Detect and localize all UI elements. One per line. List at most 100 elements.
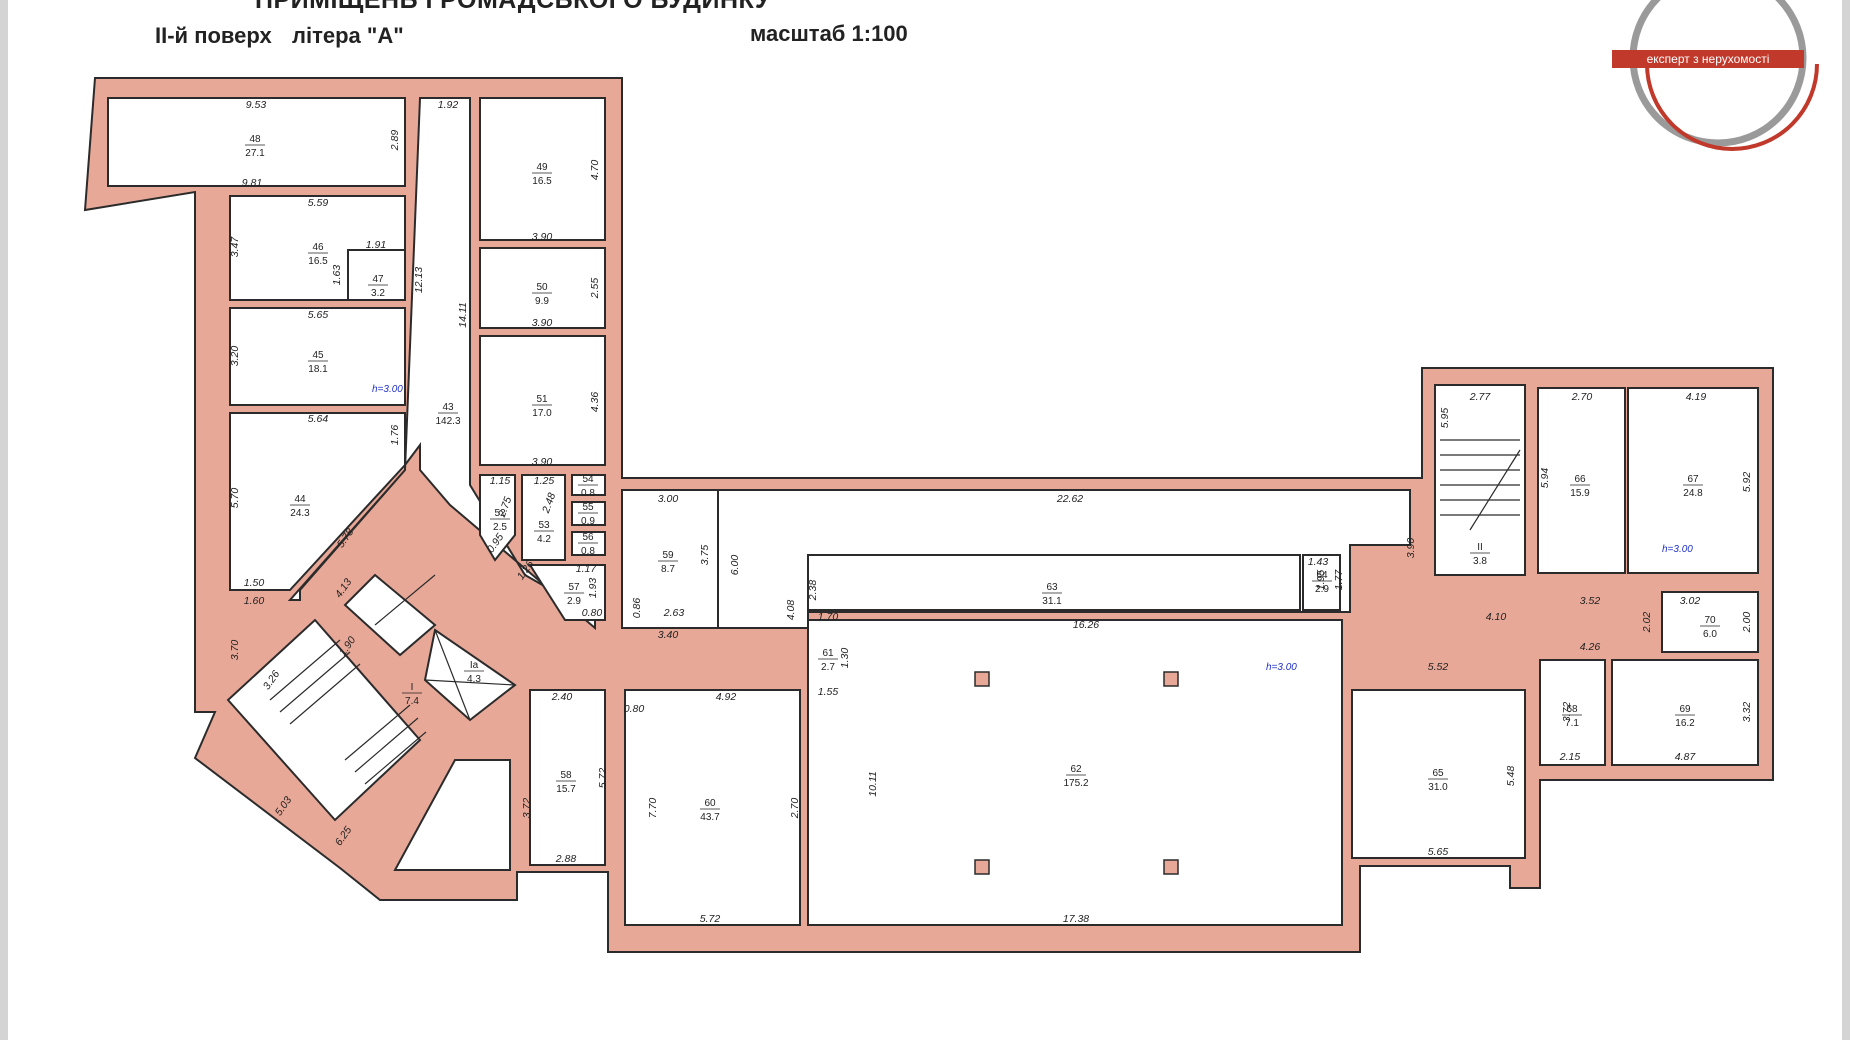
dimension-label: 1.93 — [587, 578, 599, 599]
room-60 — [624, 689, 801, 926]
dimension-label: 2.88 — [555, 853, 577, 865]
room-number: 47 — [372, 274, 384, 285]
room-area: 3.8 — [1473, 556, 1487, 567]
room-area: 0.8 — [581, 546, 595, 557]
room-area: 24.3 — [290, 508, 310, 519]
room-70 — [1661, 591, 1759, 653]
dimension-label: 3.75 — [699, 545, 711, 566]
room-number: 66 — [1574, 474, 1586, 485]
room-area: 3.2 — [371, 288, 385, 299]
room-area: 27.1 — [245, 148, 265, 159]
room-area: 43.7 — [700, 812, 720, 823]
room-area: 2.9 — [1315, 584, 1329, 595]
dimension-label: 5.95 — [1439, 408, 1451, 429]
columns — [974, 671, 1179, 875]
room-number: 55 — [582, 502, 594, 513]
room-number: 69 — [1679, 704, 1691, 715]
dimension-label: 5.64 — [308, 413, 329, 425]
room-label-64: 642.9 — [1312, 570, 1332, 595]
dimension-label: 7.70 — [647, 798, 659, 819]
dimension-label: 2.00 — [1741, 612, 1753, 634]
watermark-arc — [1645, 63, 1819, 151]
dimension-label: 1.77 — [1333, 569, 1345, 591]
room-label-47: 473.2 — [368, 274, 388, 299]
room-56 — [571, 531, 606, 556]
dimension-label: 5.52 — [1428, 661, 1449, 673]
height-notes: h=3.00h=3.00h=3.00 — [372, 384, 1693, 673]
dimension-label: 3.20 — [229, 346, 241, 367]
stair-tread — [279, 651, 351, 713]
room-area: 2.9 — [567, 596, 581, 607]
dimension-label: 2.77 — [1469, 391, 1492, 403]
dimension-label: 2.02 — [1641, 612, 1653, 634]
room-53 — [521, 474, 566, 561]
dimension-label: 2.89 — [389, 130, 401, 152]
room-number: 56 — [582, 532, 594, 543]
dimension-label: 2.40 — [551, 691, 573, 703]
dimension-label: 1.92 — [438, 99, 459, 111]
dimension-label: 1.91 — [366, 239, 386, 251]
room-label-53: 534.2 — [534, 520, 554, 545]
room-number: I — [411, 682, 414, 693]
dimension-label: 1.43 — [1308, 556, 1329, 568]
room-62 — [807, 619, 1343, 926]
plan-title: ПРИМІЩЕНЬ ГРОМАДСЬКОГО БУДИНКУ — [255, 0, 771, 14]
room-63 — [807, 554, 1301, 611]
stair-treads — [269, 439, 1521, 785]
room-number: 53 — [538, 520, 550, 531]
dimension-label: 1.95 — [1315, 570, 1327, 591]
room-label-Ia: Ia4.3 — [464, 660, 484, 685]
room-label-52: 522.5 — [490, 508, 510, 533]
room-area: 2.5 — [493, 522, 507, 533]
dimension-label: 2.15 — [1559, 751, 1581, 763]
stair-tread — [364, 731, 427, 785]
dimension-label: 3.72 — [1561, 702, 1573, 723]
dimension-label: 4.19 — [1686, 391, 1707, 403]
room-area: 16.2 — [1675, 718, 1695, 729]
room-label-II: II3.8 — [1470, 542, 1490, 567]
dimension-label: 3.72 — [521, 798, 533, 819]
room-65 — [1351, 689, 1526, 859]
room-label-59: 598.7 — [658, 550, 678, 575]
room-area: 16.5 — [308, 256, 328, 267]
dimension-label: 6.00 — [729, 555, 741, 576]
dimension-label: 3.90 — [532, 317, 553, 329]
dimension-label: 2.70 — [1571, 391, 1593, 403]
dimension-label: 3.90 — [1405, 538, 1417, 559]
room-area: 0.9 — [581, 516, 595, 527]
room-69 — [1611, 659, 1759, 766]
dimension-label: 17.38 — [1063, 913, 1089, 925]
room-number: 51 — [536, 394, 548, 405]
dimension-label: 0.80 — [624, 703, 645, 715]
column — [974, 671, 990, 687]
dimension-label: 5.59 — [308, 197, 329, 209]
room-label-56: 560.8 — [578, 532, 598, 557]
room-number: 57 — [568, 582, 580, 593]
dimension-label: 14.11 — [457, 302, 469, 328]
room-number: 68 — [1566, 704, 1578, 715]
column — [1163, 859, 1179, 875]
dimension-label: 1.17 — [576, 563, 598, 575]
room-area: 142.3 — [435, 416, 460, 427]
room-47 — [347, 249, 406, 301]
shaft-cross — [374, 574, 436, 626]
room-number: 63 — [1046, 582, 1058, 593]
dimension-label: 4.10 — [1486, 611, 1507, 623]
room-57 — [528, 564, 606, 621]
room-44 — [229, 412, 406, 591]
stair-rail — [1469, 449, 1521, 531]
stair-tread — [354, 717, 419, 773]
scan-edge-left — [0, 0, 8, 1040]
dimension-label: 2.38 — [807, 580, 819, 602]
room-45 — [229, 307, 406, 406]
dimension-label: 1.60 — [244, 595, 265, 607]
dimension-label: 4.08 — [785, 600, 797, 621]
dimension-label: 12.13 — [413, 267, 425, 293]
